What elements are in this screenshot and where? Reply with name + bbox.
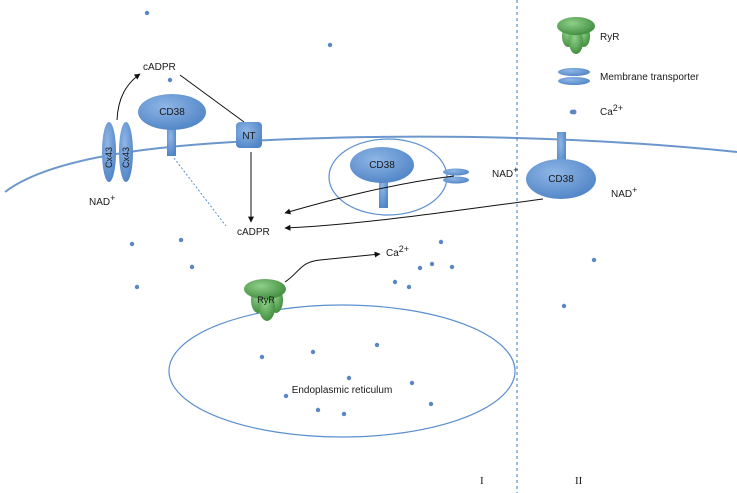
arrow-cx43-to-cadpr: [116, 73, 141, 121]
cd38-left: CD38: [138, 94, 206, 156]
calcium-dot: [144, 10, 150, 16]
legend: RyR Membrane transporter Ca2+: [557, 17, 700, 118]
calcium-dot: [259, 354, 265, 360]
nad-center-label: NAD+: [492, 165, 518, 180]
legend-ryr-label: RyR: [600, 32, 619, 43]
cadpr-top-label: cADPR: [143, 62, 176, 73]
calcium-dot: [428, 401, 434, 407]
calcium-dot: [327, 42, 333, 48]
cd38-dotted-link: [173, 157, 227, 227]
calcium-dot: [449, 264, 455, 270]
calcium-dot: [315, 407, 321, 413]
calcium-dots: [129, 10, 597, 417]
region-1-label: I: [480, 475, 484, 487]
calcium-dot: [438, 239, 444, 245]
cd38-right-label: CD38: [548, 174, 574, 185]
calcium-dot: [129, 241, 135, 247]
calcium-dot: [561, 303, 567, 309]
nt-label: NT: [242, 131, 255, 142]
calcium-dot: [283, 393, 289, 399]
line-cadpr-to-nt: [179, 74, 245, 123]
calcium-dot: [134, 284, 140, 290]
arrow-vesicle-to-cadpr: [284, 175, 455, 215]
er-label: Endoplasmic reticulum: [292, 385, 393, 396]
calcium-dot: [406, 284, 412, 290]
cadpr-mid-label: cADPR: [237, 227, 270, 238]
cd38-center: CD38: [350, 147, 414, 208]
legend-calcium-label: Ca2+: [600, 103, 623, 118]
calcium-dot: [392, 279, 398, 285]
ca-er-label: Ca2+: [386, 244, 409, 259]
legend-ryr-icon: [557, 17, 595, 54]
cd38-center-label: CD38: [369, 160, 395, 171]
nt-transporter: NT: [236, 122, 262, 148]
cx43-label-a: Cx43: [104, 147, 114, 168]
ryr-er: RyR: [244, 279, 286, 321]
calcium-dot: [341, 411, 347, 417]
membrane-transporter-vesicle: [443, 168, 469, 184]
calcium-dot: [591, 257, 597, 263]
calcium-dot: [346, 375, 352, 381]
region-2-label: II: [575, 475, 583, 487]
calcium-dot: [569, 109, 575, 115]
legend-transporter-icon: [558, 68, 590, 85]
calcium-dot: [417, 265, 423, 271]
arrow-right-to-cadpr: [284, 198, 544, 231]
calcium-dot: [310, 349, 316, 355]
nad-right-label: NAD+: [611, 185, 637, 200]
cx43-channel: Cx43 Cx43: [102, 122, 133, 182]
plasma-membrane: [4, 135, 737, 193]
calcium-dot: [189, 264, 195, 270]
endoplasmic-reticulum: [168, 304, 516, 438]
cd38-left-label: CD38: [159, 107, 185, 118]
calcium-dot: [178, 237, 184, 243]
ryr-er-label: RyR: [257, 295, 275, 305]
cx43-label-b: Cx43: [121, 147, 131, 168]
nad-left-label: NAD+: [89, 193, 115, 208]
legend-transporter-label: Membrane transporter: [600, 72, 700, 83]
arrow-ryr-to-ca: [284, 251, 381, 283]
cd38-right: CD38: [526, 132, 596, 199]
calcium-dot: [409, 380, 415, 386]
calcium-dot: [429, 261, 435, 267]
calcium-dot: [167, 77, 173, 83]
calcium-dot: [374, 342, 380, 348]
